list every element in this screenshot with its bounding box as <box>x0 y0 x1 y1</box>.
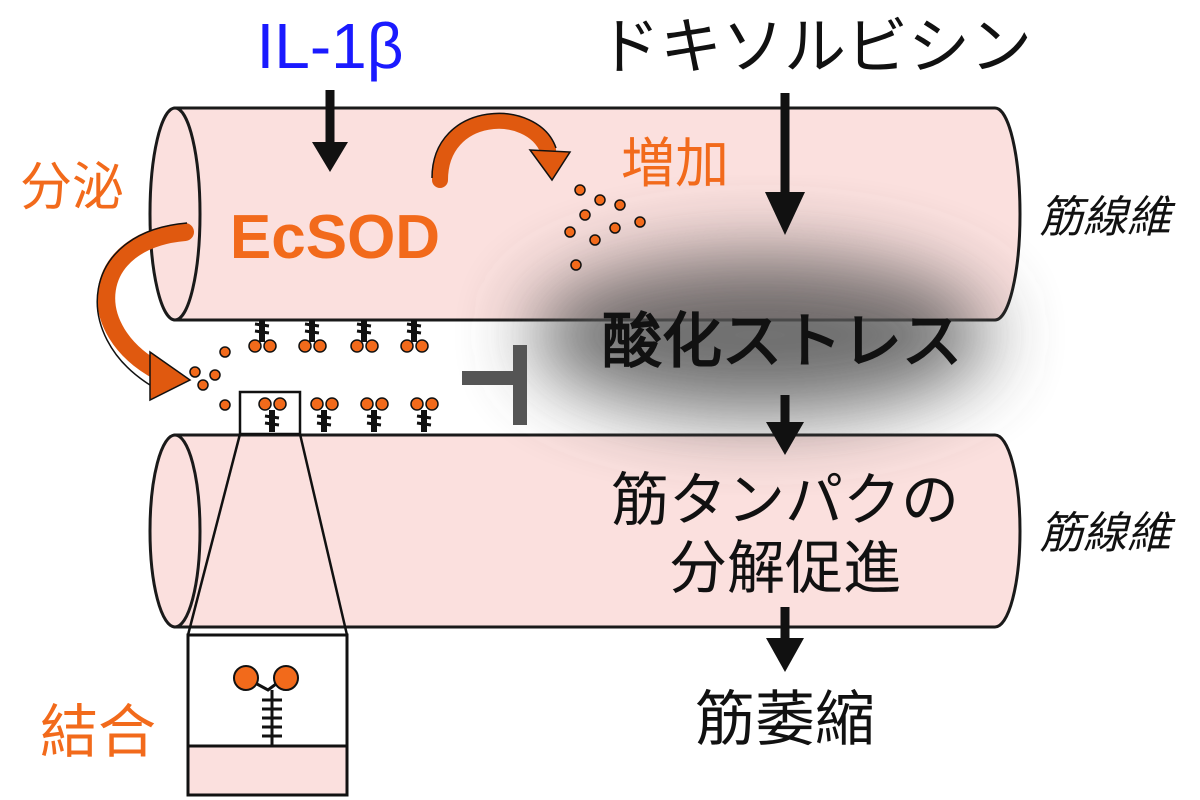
muscle-fiber-top-label: 筋線維 <box>1039 192 1176 243</box>
inhibition-bar <box>462 345 527 425</box>
oxidative-stress-cloud <box>530 255 990 415</box>
oxidative-stress-label: 酸化ストレス <box>602 307 962 377</box>
protein-degradation-line1: 筋タンパクの <box>611 466 959 534</box>
doxorubicin-label: ドキソルビシン <box>598 10 1032 83</box>
ecsod-dots-increase <box>564 184 646 271</box>
stress-to-degradation-arrow <box>766 395 804 455</box>
atrophy-label: 筋萎縮 <box>695 685 875 755</box>
increase-curved-arrow <box>431 112 572 188</box>
receptors-bottom-fiber <box>258 397 439 432</box>
zoom-inset-box <box>186 633 349 797</box>
muscle-fiber-bottom-label: 筋線維 <box>1039 508 1176 559</box>
zoom-callout <box>186 390 349 636</box>
doxorubicin-arrow <box>765 93 805 235</box>
il1b-label: IL-1β <box>256 10 403 82</box>
secretion-curved-arrow <box>96 222 194 402</box>
secretion-label: 分泌 <box>20 158 124 218</box>
protein-degradation-line2: 分解促進 <box>669 534 901 602</box>
il1b-arrow <box>312 90 348 172</box>
degradation-to-atrophy-arrow <box>766 607 804 672</box>
bottom-muscle-fiber <box>148 433 1022 629</box>
ecsod-label: EcSOD <box>230 203 440 272</box>
receptors-top-fiber <box>248 320 429 353</box>
binding-label: 結合 <box>40 698 156 766</box>
increase-label: 増加 <box>621 132 729 195</box>
ecsod-dots-secreted <box>189 346 231 411</box>
